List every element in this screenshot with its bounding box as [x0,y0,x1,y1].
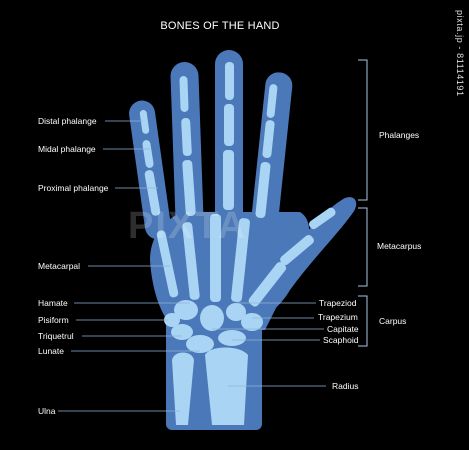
label-scaphoid: Scaphoid [323,335,359,345]
ulna-bone [172,352,194,425]
metacarpal-4 [182,222,200,300]
lunate-bone [186,335,214,353]
label-ulna: Ulna [38,406,56,416]
pisiform-bone [164,313,180,327]
trapezoid-bone [226,303,246,321]
label-triquetrul: Triquetrul [38,331,74,341]
metacarpal-1 [248,262,287,307]
bones [139,62,336,425]
capitate-bone [200,305,224,331]
radius-bone [205,347,248,425]
label-metacarpal: Metacarpal [38,261,81,271]
label-pisiform: Pisiform [38,315,69,325]
label-radius: Radius [332,381,359,391]
label-capitate: Capitate [327,324,359,334]
leader-lines [58,120,326,412]
label-midal-phalange: Midal phalange [38,144,96,154]
label-distal-phalange: Distal phalange [38,116,97,126]
label-proximal-phalange: Proximal phalange [38,183,109,193]
group-label-carpus: Carpus [379,316,407,326]
trapezium-bone [241,313,263,331]
label-hamate: Hamate [38,298,68,308]
metacarpal-2 [231,218,250,303]
metacarpal-5 [156,230,179,298]
scaphoid-bone [218,330,246,346]
metacarpal-3 [210,214,221,302]
label-trapezium: Trapezium [318,312,358,322]
watermark: PIXTA [128,205,248,247]
stock-id-text: pixta.jp - 81114191 [455,10,465,97]
group-brackets [358,59,368,347]
label-trapeziod: Trapeziod [319,298,357,308]
hamate-bone [174,300,198,320]
group-label-metacarpus: Metacarpus [377,241,422,251]
label-lunate: Lunate [38,346,64,356]
group-label-phalanges: Phalanges [379,130,420,140]
diagram-title: BONES OF THE HAND [160,20,280,32]
